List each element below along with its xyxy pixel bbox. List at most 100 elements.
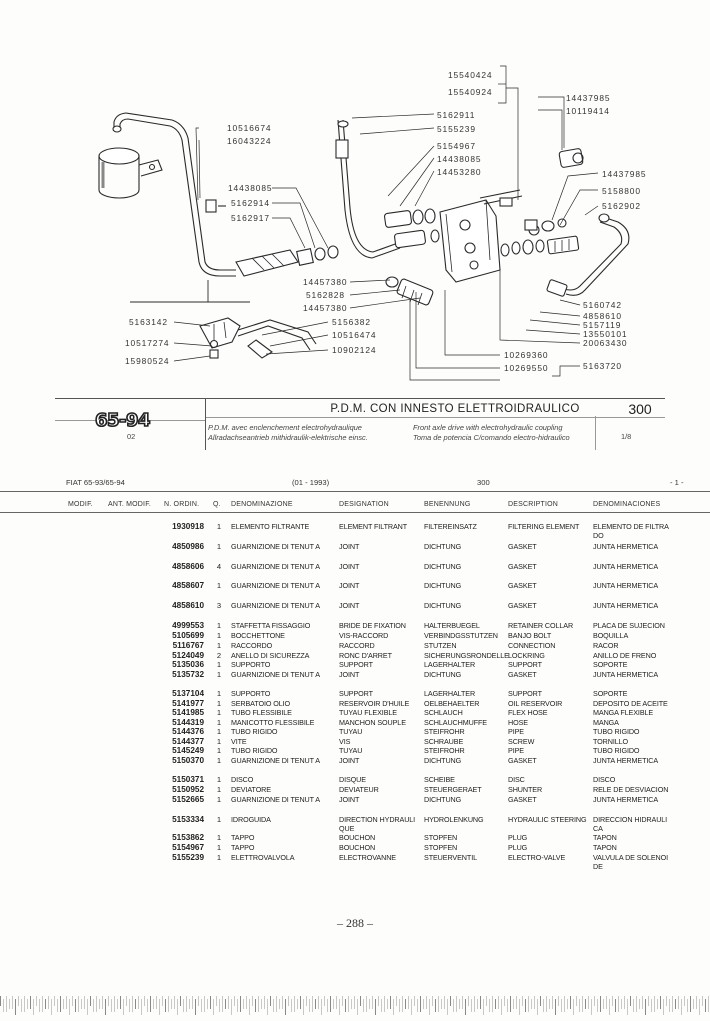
- scan-artifact: [96, 996, 97, 1012]
- scan-artifact: [414, 996, 415, 1006]
- part-quantity: 1: [216, 718, 222, 727]
- part-name-es: SOPORTE: [593, 689, 628, 698]
- part-name-en: PLUG: [508, 843, 528, 852]
- scan-artifact: [489, 999, 490, 1012]
- list-section: 300: [477, 478, 490, 487]
- part-label: 5160742: [583, 300, 622, 310]
- scan-artifact: [186, 996, 187, 1012]
- scan-artifact: [168, 996, 169, 1012]
- part-name-it: GUARNIZIONE DI TENUT A: [231, 601, 320, 610]
- part-name-en: SUPPORT: [508, 689, 542, 698]
- scan-artifact: [663, 999, 664, 1015]
- scan-artifact: [81, 999, 82, 1009]
- scan-artifact: [381, 999, 382, 1012]
- part-name-en: GASKET: [508, 756, 537, 765]
- scan-artifact: [93, 999, 94, 1012]
- scan-artifact: [441, 999, 442, 1009]
- scan-artifact: [480, 996, 481, 1009]
- part-name-de: STEIFROHR: [424, 727, 465, 736]
- part-name-de: LAGERHALTER: [424, 660, 476, 669]
- scan-artifact: [162, 996, 163, 1006]
- col-order-number: N. ORDIN.: [164, 501, 200, 508]
- scan-artifact: [444, 996, 445, 1009]
- part-label: 10269360: [504, 350, 549, 360]
- part-number: 4858610: [172, 601, 204, 610]
- part-number: 5154967: [172, 843, 204, 852]
- scan-artifact: [192, 996, 193, 1009]
- part-name-it: IDROGUIDA: [231, 815, 271, 824]
- scan-artifact: [120, 996, 121, 1009]
- scan-artifact: [369, 999, 370, 1009]
- scan-artifact: [261, 999, 262, 1009]
- scan-artifact: [309, 999, 310, 1012]
- part-label: 5162911: [437, 110, 476, 120]
- part-name-fr: RONC D'ARRET: [339, 651, 392, 660]
- part-name-fr: VIS: [339, 737, 351, 746]
- part-name-es: TUBO RIGIDO: [593, 727, 640, 736]
- part-name-es: JUNTA HERMETICA: [593, 756, 659, 765]
- scan-artifact: [531, 999, 532, 1009]
- scan-artifact: [507, 999, 508, 1012]
- part-name-en: SUPPORT: [508, 660, 542, 669]
- part-label: 10119414: [566, 106, 610, 116]
- part-name-en: GASKET: [508, 670, 537, 679]
- part-name-fr: JOINT: [339, 581, 360, 590]
- part-name-fr: JOINT: [339, 562, 360, 571]
- part-label: 10516674: [227, 123, 272, 133]
- part-name-de: DICHTUNG: [424, 670, 462, 679]
- part-name-fr: BOUCHON: [339, 843, 376, 852]
- scan-artifact: [678, 996, 679, 1009]
- leader-lines: [173, 65, 599, 381]
- scan-artifact: [138, 996, 139, 1009]
- part-name-es: TORNILLO: [593, 737, 629, 746]
- part-number: 5145249: [172, 746, 204, 755]
- scan-artifact: [666, 996, 667, 1006]
- scan-artifact: [153, 999, 154, 1009]
- part-name-it: MANICOTTO FLESSIBILE: [231, 718, 315, 727]
- part-name-it: GUARNIZIONE DI TENUT A: [231, 756, 320, 765]
- scan-artifact: [51, 999, 52, 1015]
- part-number: 5105699: [172, 631, 204, 640]
- scan-artifact: [225, 999, 226, 1009]
- scan-artifact: [657, 999, 658, 1009]
- scan-artifact: [318, 996, 319, 1009]
- scan-artifact: [462, 996, 463, 1009]
- part-label: 10516474: [332, 330, 377, 340]
- scan-artifact: [618, 996, 619, 1012]
- scan-artifact: [204, 996, 205, 1012]
- scan-artifact: [297, 999, 298, 1009]
- part-name-es: ANILLO DE FRENO: [593, 651, 657, 660]
- fittings-drawing: [500, 148, 584, 257]
- part-name-it: GUARNIZIONE DI TENUT A: [231, 581, 320, 590]
- scan-artifact: [147, 999, 148, 1012]
- part-quantity: 1: [216, 833, 222, 842]
- col-description: DESCRIPTION: [508, 501, 559, 508]
- scan-artifact: [279, 999, 280, 1009]
- part-name-fr: DEVIATEUR: [339, 785, 379, 794]
- scan-artifact: [117, 999, 118, 1009]
- part-label: 20063430: [583, 338, 628, 348]
- part-name-de: STOPFEN: [424, 833, 458, 842]
- part-name-de: OELBEHAELTER: [424, 699, 480, 708]
- scan-artifact: [306, 996, 307, 1006]
- scan-artifact: [135, 999, 136, 1009]
- part-name-it: SUPPORTO: [231, 660, 271, 669]
- scan-artifact: [42, 996, 43, 1012]
- part-name-it: TUBO FLESSIBILE: [231, 708, 292, 717]
- part-quantity: 2: [216, 651, 222, 660]
- scan-artifact: [429, 999, 430, 1015]
- scan-artifact: [453, 999, 454, 1012]
- scan-artifact: [234, 996, 235, 1006]
- scan-artifact: [438, 996, 439, 1012]
- scan-artifact: [141, 999, 142, 1015]
- scan-artifact: [219, 999, 220, 1012]
- scan-artifact: [450, 996, 451, 1006]
- part-name-fr: JOINT: [339, 601, 360, 610]
- scan-artifact: [39, 999, 40, 1012]
- part-name-de: DICHTUNG: [424, 756, 462, 765]
- part-name-fr: ELEMENT FILTRANT: [339, 522, 408, 531]
- part-name-de: DICHTUNG: [424, 795, 462, 804]
- scan-artifact: [18, 996, 19, 1006]
- scan-artifact: [642, 996, 643, 1009]
- part-name-it: BOCCHETTONE: [231, 631, 285, 640]
